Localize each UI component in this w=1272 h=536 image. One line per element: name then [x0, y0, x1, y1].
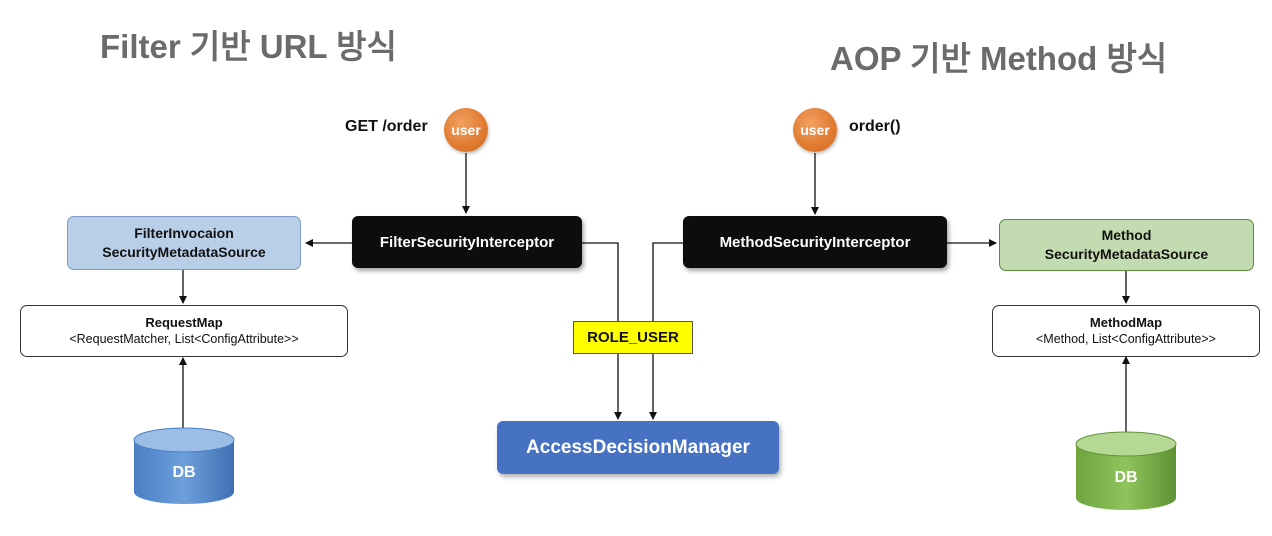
right-user-label: user: [800, 122, 830, 138]
filter-security-interceptor: FilterSecurityInterceptor: [352, 216, 582, 268]
right-section-title: AOP 기반 Method 방식: [830, 40, 1168, 77]
method-map-subtitle: <Method, List<ConfigAttribute>>: [1036, 332, 1216, 346]
request-map: RequestMap <RequestMatcher, List<ConfigA…: [20, 305, 348, 357]
arrow-filter-interceptor-to-adm: [582, 242, 622, 420]
method-metadata-source: Method SecurityMetadataSource: [999, 219, 1254, 271]
role-user-label: ROLE_USER: [573, 321, 693, 354]
left-section-title: Filter 기반 URL 방식: [100, 28, 397, 65]
access-decision-manager: AccessDecisionManager: [497, 421, 779, 474]
left-user-icon: user: [444, 108, 488, 152]
left-db-label: DB: [172, 464, 195, 481]
method-metadata-line2: SecurityMetadataSource: [1044, 246, 1209, 262]
method-map-title: MethodMap: [1089, 315, 1163, 330]
request-map-subtitle: <RequestMatcher, List<ConfigAttribute>>: [69, 332, 299, 346]
method-map: MethodMap <Method, List<ConfigAttribute>…: [992, 305, 1260, 357]
right-user-icon: user: [793, 108, 837, 152]
access-decision-manager-label: AccessDecisionManager: [526, 436, 750, 458]
left-user-label: user: [451, 122, 481, 138]
right-request-label: order(): [849, 118, 901, 135]
request-map-title: RequestMap: [145, 315, 223, 330]
method-security-interceptor: MethodSecurityInterceptor: [683, 216, 947, 268]
right-db-label: DB: [1114, 469, 1137, 486]
filter-metadata-line1: FilterInvocaion: [134, 225, 234, 241]
method-metadata-line1: Method: [1101, 227, 1152, 243]
arrow-method-interceptor-to-adm: [649, 242, 683, 420]
role-user-text: ROLE_USER: [587, 329, 679, 346]
left-db-cylinder: DB: [133, 427, 235, 504]
left-request-label: GET /order: [345, 118, 428, 135]
filter-invocation-metadata-source: FilterInvocaion SecurityMetadataSource: [67, 216, 301, 270]
filter-interceptor-label: FilterSecurityInterceptor: [379, 233, 555, 251]
right-db-cylinder: DB: [1075, 431, 1177, 510]
filter-metadata-line2: SecurityMetadataSource: [102, 244, 266, 260]
method-interceptor-label: MethodSecurityInterceptor: [719, 233, 911, 251]
